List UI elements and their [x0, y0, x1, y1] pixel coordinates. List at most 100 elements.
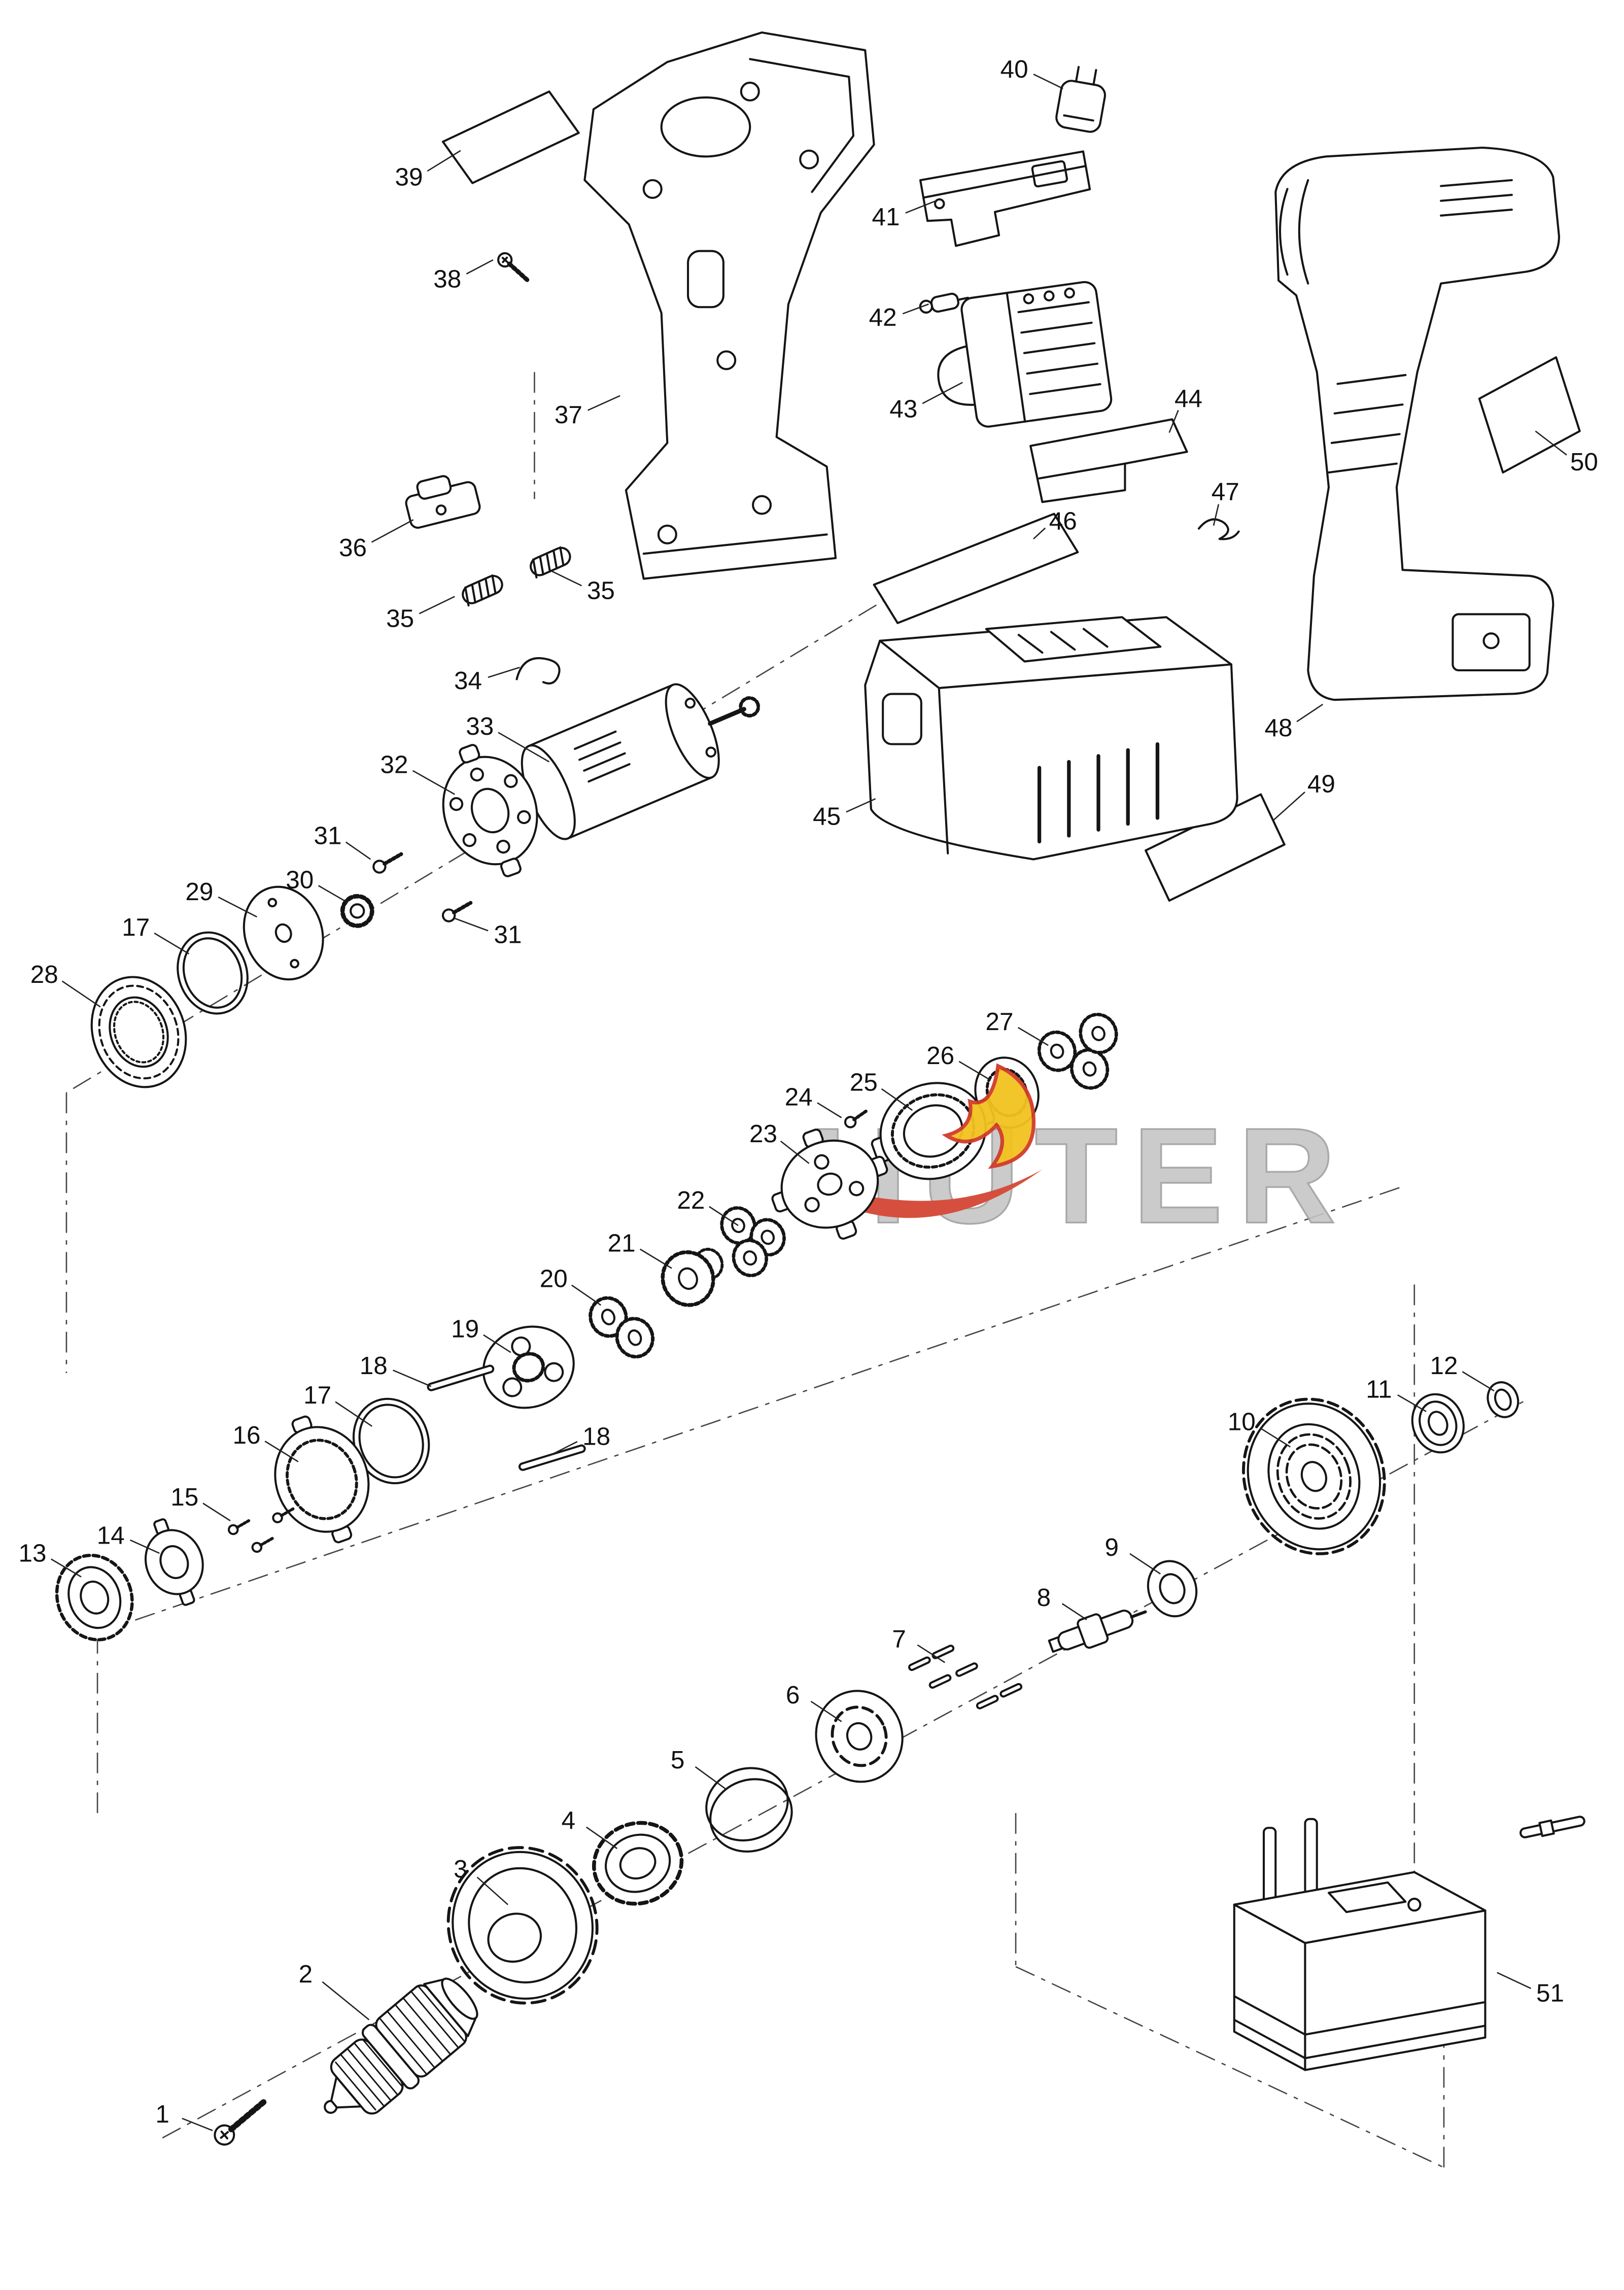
part-17-o-ring-drawing [177, 931, 249, 1015]
part-number-20: 20 [540, 1264, 568, 1292]
part-19-planet-carrier-drawing [482, 1325, 575, 1409]
part-36-button-drawing [405, 475, 481, 529]
part-number-10: 10 [1228, 1408, 1256, 1436]
part-number-47: 47 [1212, 477, 1239, 505]
leader-line-17 [154, 932, 190, 954]
part-number-21: 21 [608, 1229, 636, 1257]
watermark-flame-icon [942, 1063, 1036, 1169]
part-number-22: 22 [677, 1186, 705, 1214]
part-number-50: 50 [1570, 448, 1598, 476]
part-number-6: 6 [786, 1681, 800, 1709]
leader-line-51 [1497, 1972, 1532, 1989]
leader-line-42 [902, 303, 929, 315]
leader-line-24 [817, 1102, 842, 1118]
part-51-charger-drawing [1233, 1816, 1585, 2071]
leader-line-13 [51, 1558, 82, 1578]
part-38-screw-drawing [497, 252, 530, 283]
part-21-sun-gear-drawing [661, 1248, 724, 1307]
part-47-clip-drawing [1197, 518, 1240, 540]
part-18-pin-drawing-2 [519, 1444, 586, 1471]
leader-line-48 [1296, 703, 1324, 723]
leader-line-28 [61, 980, 101, 1008]
leader-line-31 [345, 841, 371, 860]
part-18-pin-drawing [427, 1364, 495, 1391]
part-9-bearing-drawing [1147, 1560, 1198, 1618]
part-31-screw-drawing-2 [441, 901, 473, 922]
part-number-29: 29 [185, 878, 213, 906]
part-4-ring-nut-drawing [592, 1821, 684, 1906]
leader-line-39 [427, 150, 461, 172]
leader-line-27 [1018, 1027, 1049, 1046]
leader-line-30 [318, 885, 348, 903]
part-number-18: 18 [360, 1352, 388, 1380]
part-number-46: 46 [1049, 507, 1077, 535]
part-35-spring-drawing-2 [530, 546, 571, 578]
part-number-11: 11 [1366, 1376, 1392, 1404]
part-number-49: 49 [1307, 770, 1335, 798]
part-number-25: 25 [850, 1068, 878, 1096]
part-number-45: 45 [813, 803, 841, 831]
leader-line-38 [466, 259, 494, 275]
leader-line-25 [881, 1088, 913, 1111]
leader-line-31 [454, 917, 489, 932]
part-number-2: 2 [299, 1960, 313, 1988]
part-44-plate-drawing [1029, 418, 1188, 503]
part-number-28: 28 [30, 961, 58, 988]
part-1-screw-drawing [214, 2098, 268, 2146]
part-7-pins-drawing [908, 1645, 1023, 1710]
leader-line-15 [202, 1502, 231, 1522]
part-8-spindle-drawing [1048, 1610, 1147, 1653]
part-number-13: 13 [19, 1540, 47, 1567]
part-5-spring-ring-drawing [705, 1767, 793, 1853]
part-number-5: 5 [671, 1746, 685, 1774]
leader-line-12 [1462, 1371, 1495, 1392]
part-10-clutch-housing-drawing [1242, 1397, 1386, 1555]
part-28-field-ring-drawing [90, 976, 187, 1088]
part-35-spring-drawing [462, 574, 503, 607]
driver-bit-drawing [1519, 1816, 1585, 1838]
leader-line-10 [1259, 1427, 1291, 1448]
part-11-bearing-drawing [1411, 1393, 1465, 1454]
leader-line-2 [322, 1981, 370, 2021]
leader-line-47 [1213, 504, 1220, 526]
part-number-30: 30 [286, 866, 314, 894]
leader-line-23 [780, 1140, 810, 1164]
leader-line-35 [551, 570, 582, 587]
part-number-18: 18 [582, 1423, 610, 1451]
part-number-26: 26 [926, 1042, 954, 1070]
part-number-17: 17 [303, 1381, 331, 1409]
leader-line-22 [709, 1206, 739, 1226]
part-number-23: 23 [749, 1120, 777, 1148]
exploded-diagram-artwork [55, 31, 1585, 2146]
part-number-32: 32 [380, 751, 408, 779]
part-number-12: 12 [1430, 1352, 1458, 1380]
part-number-34: 34 [454, 667, 482, 695]
leader-line-44 [1168, 409, 1179, 433]
part-40-connector-drawing [1055, 65, 1107, 133]
part-12-washer-drawing [1487, 1381, 1519, 1418]
leader-line-50 [1535, 430, 1567, 456]
leader-line-29 [218, 896, 257, 918]
leader-line-32 [412, 770, 455, 795]
part-32-motor-plate-drawing [442, 744, 538, 877]
part-number-42: 42 [869, 303, 897, 331]
part-number-43: 43 [889, 395, 917, 423]
leader-line-14 [130, 1539, 160, 1554]
part-number-14: 14 [97, 1522, 125, 1550]
leader-line-7 [917, 1644, 946, 1663]
part-number-27: 27 [986, 1008, 1014, 1036]
part-number-31: 31 [494, 920, 522, 948]
part-number-24: 24 [785, 1083, 813, 1111]
part-22-gear-cluster-drawing [720, 1206, 786, 1278]
leader-line-20 [571, 1284, 602, 1306]
part-number-39: 39 [395, 163, 423, 191]
part-20-planet-gears-drawing [589, 1296, 655, 1359]
part-34-wire-clip-drawing [515, 657, 561, 685]
part-number-1: 1 [155, 2100, 169, 2128]
part-number-40: 40 [1000, 55, 1028, 83]
part-50-label-sticker-drawing [1478, 356, 1581, 474]
leader-line-9 [1129, 1553, 1161, 1575]
